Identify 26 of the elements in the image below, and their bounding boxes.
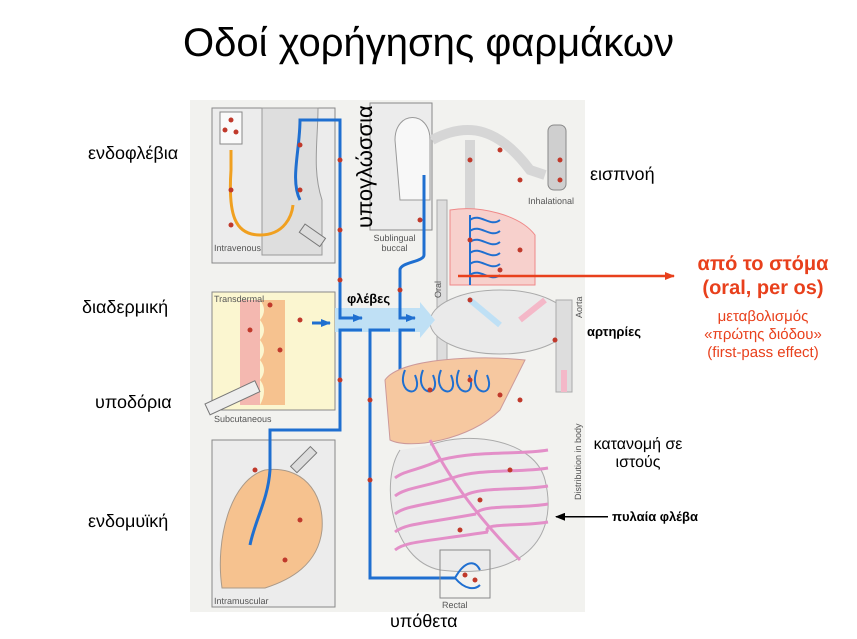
vessel-label: πυλαία φλέβα: [612, 509, 698, 525]
panel-caption: Aorta: [574, 296, 584, 318]
panel-caption: Rectal: [442, 600, 468, 610]
distribution-label: κατανομή σε ιστούς: [592, 436, 684, 473]
panel-caption: Oral: [433, 280, 444, 298]
route-label: υποδόρια: [95, 392, 172, 413]
panel-caption: Transdermal: [214, 294, 264, 304]
panel-caption: Distribution in body: [573, 423, 584, 500]
route-label: υπογλώσσια: [352, 105, 378, 228]
panel-caption: Subcutaneous: [214, 414, 272, 424]
panel-caption: Intravenous: [214, 243, 262, 254]
route-label: υπόθετα: [390, 611, 458, 632]
route-label: ενδομυϊκή: [88, 511, 168, 532]
vessel-label: φλέβες: [347, 292, 390, 307]
panel-caption: Inhalational: [528, 196, 574, 206]
vessel-label: αρτηρίες: [587, 325, 641, 340]
route-label: ενδοφλέβια: [88, 143, 178, 164]
slide-title: Οδοί χορήγησης φαρμάκων: [182, 20, 676, 66]
leader-line: [555, 512, 608, 521]
leader-line: [458, 272, 675, 280]
route-label: εισπνοή: [590, 164, 655, 185]
route-label: διαδερμική: [82, 297, 168, 318]
panel-caption: Sublingual buccal: [372, 233, 417, 254]
route-heading: από το στόμα (oral, per os): [696, 252, 830, 300]
panel-caption: Intramuscular: [214, 596, 269, 606]
note-text: μεταβολισμός «πρώτης διόδου» (first-pass effect): [703, 308, 823, 362]
